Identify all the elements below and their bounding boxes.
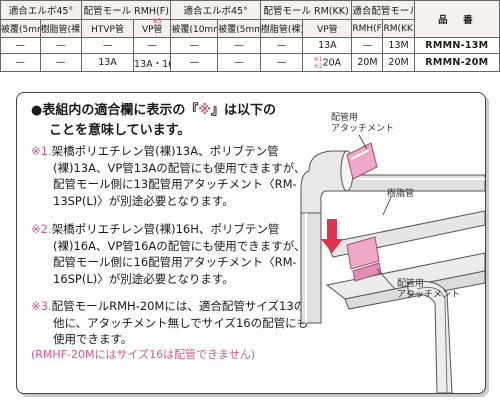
table-cell: —	[39, 53, 83, 72]
pipe-illustration: 配管用 アタッチメント 樹脂管 配管用 アタッチメント	[287, 93, 485, 393]
table-cell: —	[133, 37, 172, 54]
product-code: RMMN-13M	[413, 37, 500, 54]
attachment-top-icon	[346, 142, 378, 180]
header-group-elbow-a: 適合エルボ45°	[0, 0, 83, 20]
table-cell: —	[351, 37, 384, 54]
label-resin-pipe: 樹脂管	[387, 189, 415, 199]
table-row: — — — — — — — 13A — 13M RMMN-13M	[0, 37, 500, 54]
table-cell-text: 20A	[322, 57, 342, 68]
table-cell: 13M	[382, 37, 415, 54]
header-group-elbow-b: 適合エルボ45°	[170, 0, 261, 20]
note-1-text: 架橋ポリエチレン管(裸)13A、ポリブテン管(裸)13A、VP管13Aの配管にも…	[51, 144, 306, 208]
heading-text-line2: ことを意味しています。	[49, 123, 191, 138]
label-attachment-bottom-2: アタッチメント	[397, 290, 461, 300]
note-1: ※1.架橋ポリエチレン管(裸)13A、ポリブテン管(裸)13A、VP管13Aの配…	[31, 143, 316, 209]
header-c4: VP管※3	[133, 19, 172, 38]
header-group-compatible: 適合配管モール	[351, 0, 415, 20]
header-c4-text: VP管	[141, 25, 163, 35]
elbow-joint	[300, 150, 354, 214]
info-box: ●表組内の適合欄に表示の『※』は以下の ことを意味しています。 ※1.架橋ポリエ…	[16, 92, 486, 394]
note-4-text: (RMHF-20Mにはサイズ16は配管できません)	[31, 348, 256, 361]
vertical-pipe	[300, 212, 322, 324]
header-c6: 被覆(5mm)	[217, 19, 261, 38]
header-c7: 樹脂管(裸)	[259, 19, 304, 38]
table-cell: 13A	[302, 37, 353, 54]
table-cell: —	[39, 37, 83, 54]
table-row: — — 13A 13A・16A — — — ※1 ※220A 20M 20M R…	[0, 53, 500, 72]
molding-tray	[325, 252, 485, 393]
table-cell: 20M	[382, 53, 415, 72]
table-cell: —	[81, 37, 135, 54]
note-4: (RMHF-20Mにはサイズ16は配管できません)	[31, 347, 316, 364]
table-cell: 20M	[351, 53, 384, 72]
note-2-mark: ※2.	[31, 222, 52, 236]
header-group-rmhf: 配管モール RMH(F)	[81, 0, 172, 20]
note-1-mark: ※1.	[31, 144, 52, 158]
note-3: ※3.配管モールRMH-20Mには、適合配管サイズ13の他に、アタッチメント無し…	[31, 298, 316, 348]
note-2: ※2.架橋ポリエチレン管(裸)16H、ポリブテン管(裸)16A、VP管16Aの配…	[31, 221, 316, 287]
header-c3: HTVP管	[81, 19, 135, 38]
label-attachment-top-2: アタッチメント	[331, 124, 395, 134]
table-cell: —	[217, 37, 261, 54]
header-c1: 被覆(5mm)	[0, 19, 41, 38]
heading-star: ※	[198, 103, 211, 118]
heading-text: ●表組内の適合欄に表示の『	[31, 103, 199, 118]
pipe-illustration-svg	[300, 134, 485, 393]
attachment-bottom-icon	[346, 236, 382, 282]
down-arrow-icon	[321, 219, 343, 253]
spec-table: 適合エルボ45° 配管モール RMH(F) 適合エルボ45° 配管モール RM(…	[0, 0, 500, 72]
table-cell: —	[170, 37, 219, 54]
label-attachment-bottom-1: 配管用	[397, 279, 425, 289]
header-c5: 被覆(10mm)	[170, 19, 219, 38]
table-cell: —	[0, 53, 41, 72]
note-3-text: 配管モールRMH-20Mには、適合配管サイズ13の他に、アタッチメント無しでサイ…	[51, 299, 309, 346]
table-cell-note: ※1 ※2	[313, 55, 323, 70]
product-code: RMMN-20M	[413, 53, 500, 72]
table-cell: —	[170, 53, 219, 72]
header-hinban: 品 番	[413, 0, 500, 38]
header-row-2: 被覆(5mm) 樹脂管(裸)※3 HTVP管 VP管※3 被覆(10mm) 被覆…	[0, 19, 500, 38]
header-c2-text: 樹脂管(裸)	[40, 25, 82, 35]
header-c10: RM(KK)	[382, 19, 415, 38]
heading-text: 』は以下の	[210, 103, 276, 118]
label-attachment-top: 配管用 アタッチメント	[331, 113, 394, 135]
table-cell: —	[0, 37, 41, 54]
table-cell: 13A	[81, 53, 135, 72]
header-c9: RMH(F)	[351, 19, 384, 38]
header-row-1: 適合エルボ45° 配管モール RMH(F) 適合エルボ45° 配管モール RM(…	[0, 0, 500, 38]
table-cell: 13A・16A	[133, 53, 172, 72]
note-3-mark: ※3.	[31, 299, 52, 313]
note-2-text: 架橋ポリエチレン管(裸)16H、ポリブテン管(裸)16A、VP管16Aの配管にも…	[51, 222, 306, 286]
header-group-rmkk: 配管モール RM(KK)	[259, 0, 353, 20]
table-cell: —	[217, 53, 261, 72]
table-cell: —	[259, 53, 304, 72]
label-attachment-bottom: 配管用 アタッチメント	[397, 279, 460, 301]
info-heading: ●表組内の適合欄に表示の『※』は以下の ことを意味しています。	[31, 101, 316, 141]
table-cell-text: 13A	[318, 40, 337, 51]
header-c2: 樹脂管(裸)※3	[39, 19, 161, 38]
header-c8: VP管	[302, 19, 353, 38]
table-cell: —	[259, 37, 304, 54]
label-attachment-top-1: 配管用	[331, 113, 359, 123]
table-cell: ※1 ※220A	[302, 53, 353, 72]
